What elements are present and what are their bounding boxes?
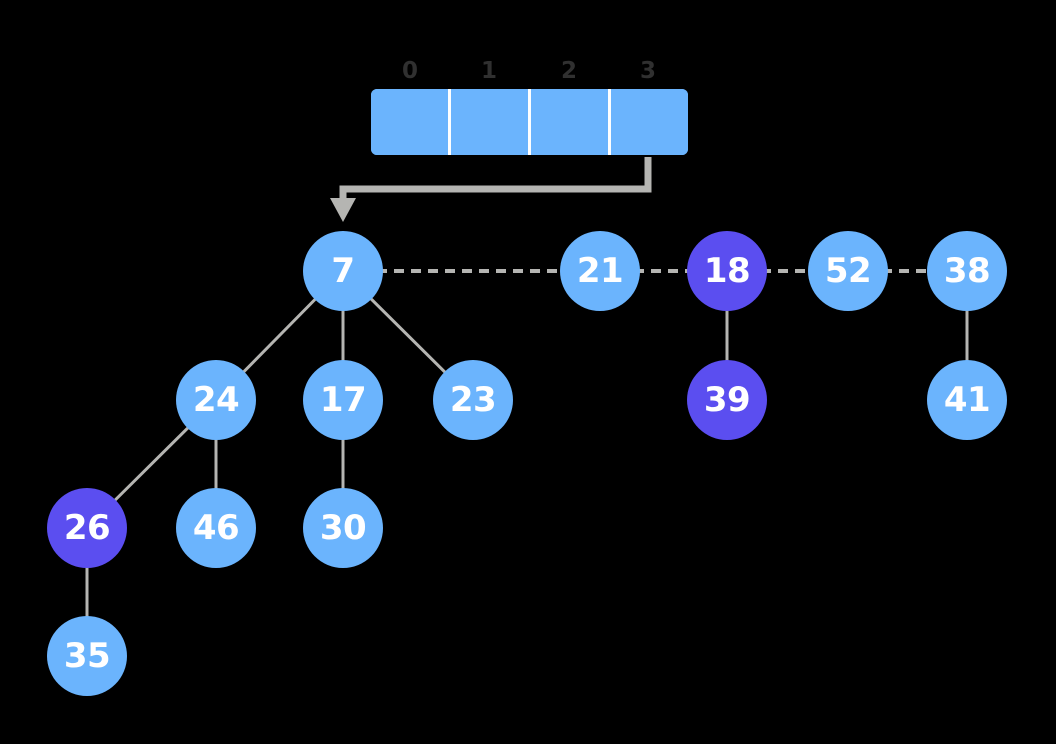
tree-node-38[interactable]: 38 (927, 231, 1007, 311)
tree-node-39[interactable]: 39 (687, 360, 767, 440)
tree-node-label: 24 (192, 380, 240, 420)
tree-node-label: 18 (703, 251, 751, 291)
tree-node-label: 23 (449, 380, 497, 420)
tree-node-label: 46 (192, 508, 240, 548)
tree-node-label: 41 (943, 380, 991, 420)
tree-node-46[interactable]: 46 (176, 488, 256, 568)
tree-node-35[interactable]: 35 (47, 616, 127, 696)
array-index-labels: 0 1 2 3 (371, 57, 688, 87)
tree-node-52[interactable]: 52 (808, 231, 888, 311)
array-cell-1[interactable] (451, 89, 531, 155)
tree-node-24[interactable]: 24 (176, 360, 256, 440)
tree-node-23[interactable]: 23 (433, 360, 513, 440)
tree-node-label: 30 (319, 508, 367, 548)
tree-node-label: 38 (943, 251, 991, 291)
tree-node-21[interactable]: 21 (560, 231, 640, 311)
tree-node-30[interactable]: 30 (303, 488, 383, 568)
tree-node-label: 39 (703, 380, 751, 420)
array-index-label-2: 2 (560, 58, 577, 84)
array-cell-3[interactable] (611, 89, 688, 155)
array-cells (371, 89, 688, 155)
tree-node-label: 26 (63, 508, 111, 548)
array-cell-2[interactable] (531, 89, 611, 155)
tree-node-label: 7 (331, 251, 355, 291)
bucket-pointer-line (339, 157, 652, 200)
tree-node-26[interactable]: 26 (47, 488, 127, 568)
tree-node-7[interactable]: 7 (303, 231, 383, 311)
array-cell-0[interactable] (371, 89, 451, 155)
array-index-label-3: 3 (639, 58, 656, 84)
bucket-pointer-arrowhead (330, 198, 356, 222)
tree-node-label: 17 (319, 380, 367, 420)
tree-node-41[interactable]: 41 (927, 360, 1007, 440)
array-index-label-1: 1 (480, 58, 497, 84)
hash-bucket-array: 0 1 2 3 (371, 57, 688, 155)
tree-node-18[interactable]: 18 (687, 231, 767, 311)
tree-node-label: 21 (576, 251, 624, 291)
array-index-label-0: 0 (401, 58, 418, 84)
tree-node-label: 52 (824, 251, 872, 291)
tree-node-label: 35 (63, 636, 111, 676)
tree-node-17[interactable]: 17 (303, 360, 383, 440)
